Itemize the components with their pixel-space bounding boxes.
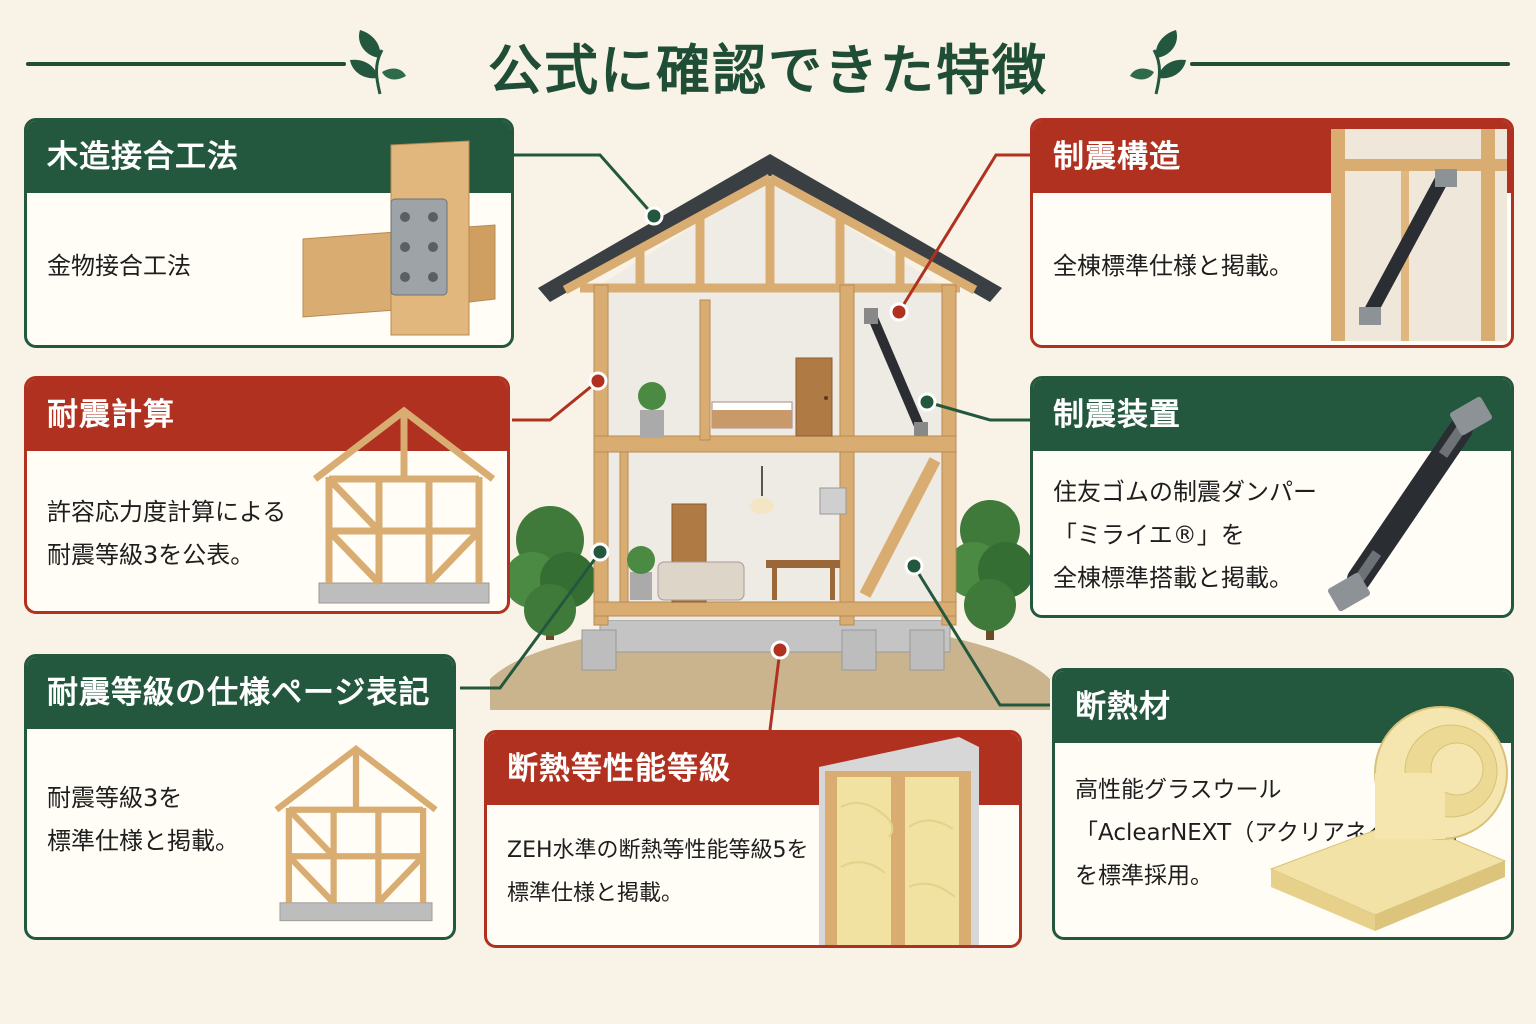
- card-text-line: 標準仕様と掲載。: [507, 881, 684, 906]
- card-text-line: 標準仕様と掲載。: [47, 827, 239, 855]
- card-text-line: を標準採用。: [1075, 863, 1213, 889]
- foundation: [599, 619, 951, 653]
- card-title: 耐震計算: [27, 379, 507, 451]
- card-text-line: 許容応力度計算による: [47, 498, 287, 526]
- card-seishin-kozo: 制震構造 全棟標準仕様と掲載。: [1030, 118, 1514, 348]
- wall-damper-icon: [1331, 129, 1507, 341]
- card-seishin-sochi: 制震装置 住友ゴムの制震ダンパー 「ミライエ®」を 全棟標準搭載と掲載。: [1030, 376, 1514, 618]
- card-text-line: 「ミライエ®」を: [1053, 521, 1245, 549]
- card-text: 金物接合工法: [47, 245, 191, 288]
- card-title: 耐震等級の仕様ページ表記: [27, 657, 453, 729]
- card-text-line: 金物接合工法: [47, 252, 191, 280]
- card-text: ZEH水準の断熱等性能等級5を 標準仕様と掲載。: [507, 829, 809, 915]
- card-text-line: 住友ゴムの制震ダンパー: [1053, 478, 1317, 506]
- card-text-line: 耐震等級3を: [47, 784, 183, 812]
- timber-frame: [593, 284, 957, 626]
- wood-joint-metal-plate-icon: [302, 140, 496, 336]
- house-frame-icon: [274, 744, 438, 922]
- card-taishin-keisan: 耐震計算 許容応力度計算による 耐震等級3を公表。: [24, 376, 510, 614]
- living-room: [627, 466, 847, 603]
- leaf-icon-right: [1130, 30, 1186, 95]
- tree-icon-right: [946, 500, 1034, 640]
- glass-wool-roll-icon: [1269, 706, 1508, 931]
- insulated-wall-icon: [819, 737, 979, 945]
- card-text-line: 全棟標準搭載と掲載。: [1053, 564, 1293, 592]
- card-text-line: 耐震等級3を公表。: [47, 541, 255, 569]
- title-area: 公式に確認できた特徴: [0, 18, 1536, 108]
- card-title: 制震装置: [1033, 379, 1511, 451]
- card-mokuzo: 木造接合工法 金物接合工法: [24, 118, 514, 348]
- house-cutaway-illustration: [490, 154, 1050, 710]
- card-text-line: ZEH水準の断熱等性能等級5を: [507, 838, 809, 863]
- card-taishin-tokyu: 耐震等級の仕様ページ表記 耐震等級3を 標準仕様と掲載。: [24, 654, 456, 940]
- card-text-line: 高性能グラスウール: [1075, 777, 1282, 803]
- card-text-line: 全棟標準仕様と掲載。: [1053, 252, 1293, 280]
- title-rule-right: [1190, 62, 1510, 66]
- card-text: 許容応力度計算による 耐震等級3を公表。: [47, 491, 286, 577]
- title-rule-left: [26, 62, 346, 66]
- card-dannetsu-tokyu: 断熱等性能等級 ZEH水準の断熱等性能等級5を 標準仕様と掲載。: [484, 730, 1022, 948]
- card-text: 住友ゴムの制震ダンパー 「ミライエ®」を 全棟標準搭載と掲載。: [1053, 471, 1317, 600]
- card-dannetsuzai: 断熱材 高性能グラスウール 「AclearNEXT（アクリアネクスト）」 を標準…: [1052, 668, 1514, 940]
- upstairs-room: [638, 357, 833, 438]
- damper-on-house: [864, 308, 928, 436]
- house-frame-icon: [312, 406, 496, 604]
- leaf-icon-left: [350, 30, 406, 95]
- page-title: 公式に確認できた特徴: [488, 39, 1048, 102]
- damper-icon: [1328, 396, 1492, 611]
- card-text: 耐震等級3を 標準仕様と掲載。: [47, 777, 239, 863]
- tree-icon-left: [504, 506, 596, 640]
- card-text: 全棟標準仕様と掲載。: [1053, 245, 1293, 288]
